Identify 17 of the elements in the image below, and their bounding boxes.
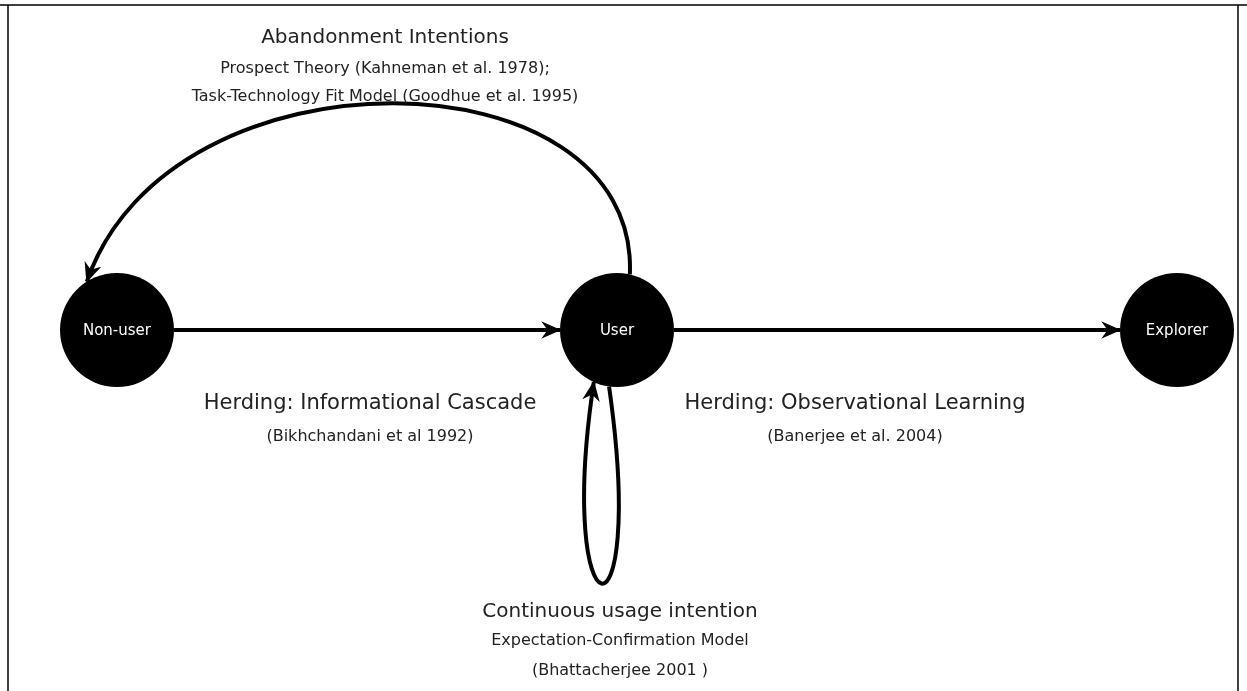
annotation-text: (Bikhchandani et al 1992) [266, 426, 474, 445]
annotation-text: Herding: Informational Cascade [203, 390, 537, 414]
arrow [674, 321, 1122, 339]
annotation-text: Task-Technology Fit Model (Goodhue et al. 1995) [191, 86, 579, 105]
arrow [85, 101, 632, 283]
annotation-text: Continuous usage intention [482, 598, 758, 622]
node-label: Explorer [1145, 321, 1209, 339]
annotation-text: Expectation-Confirmation Model [491, 630, 749, 649]
annotation-text: Prospect Theory (Kahneman et al. 1978); [220, 58, 550, 77]
arrow [582, 380, 621, 585]
annotation-text: Abandonment Intentions [261, 24, 509, 48]
arrow [174, 321, 562, 339]
node-label: Non-user [82, 321, 151, 339]
annotation-text: (Banerjee et al. 2004) [767, 426, 943, 445]
annotation-text: Herding: Observational Learning [684, 390, 1026, 414]
node-label: User [599, 321, 635, 339]
annotation-text: (Bhattacherjee 2001 ) [531, 660, 709, 679]
